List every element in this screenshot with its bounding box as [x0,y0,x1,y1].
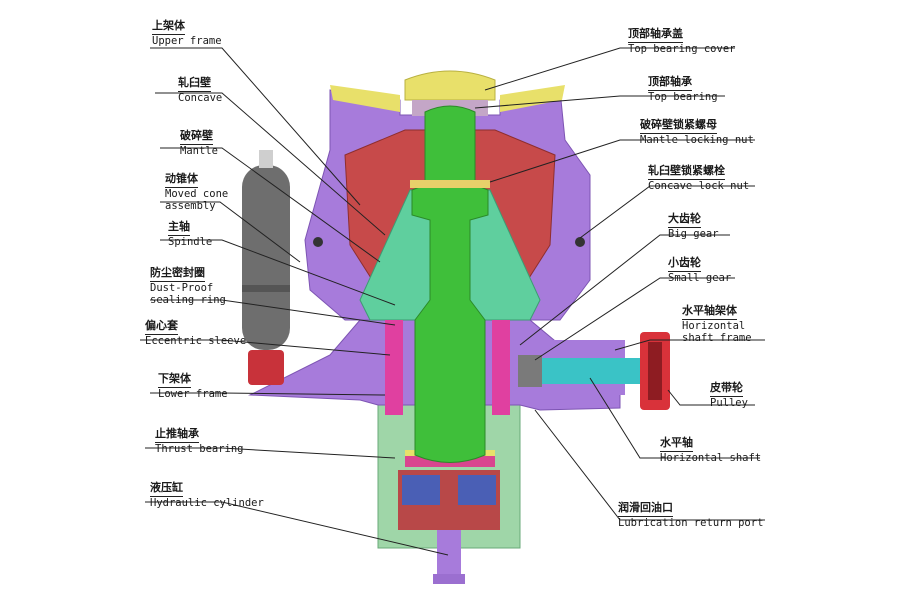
label-top-bearing-en: Top bearing [648,90,718,103]
label-big-gear-en: Big gear [668,227,719,240]
label-upper-frame-zh: 上架体 [152,19,185,35]
hydraulic-blue-right [458,475,496,505]
label-hshaft-frame-en: Horizontal shaft frame [682,319,752,344]
hshaft-shape [540,358,640,384]
label-top-cover-zh: 顶部轴承盖 [628,27,683,43]
label-lower-frame: 下架体 Lower frame [158,368,228,400]
hydraulic-rod-cap [433,574,465,584]
label-lube-zh: 润滑回油口 [618,501,673,517]
label-hydraulic-en: Hydraulic cylinder [150,496,264,509]
label-mantle-en: Mantle [180,144,218,157]
pulley-inner [648,342,662,400]
label-eccentric: 偏心套 Eccentric sleeve [145,315,246,347]
eccentric-right [492,320,510,415]
label-lower-frame-en: Lower frame [158,387,228,400]
label-eccentric-zh: 偏心套 [145,319,178,335]
label-spindle-zh: 主轴 [168,220,190,236]
label-top-bearing: 顶部轴承 Top bearing [648,71,718,103]
label-concave-nut-en: Concave lock nut [648,179,750,192]
label-top-cover-en: Top bearing cover [628,42,736,55]
leader-lines-right [474,47,765,521]
label-eccentric-en: Eccentric sleeve [145,334,247,347]
label-top-cover: 顶部轴承盖 Top bearing cover [628,23,735,55]
label-concave-zh: 轧臼壁 [178,76,211,92]
label-concave-nut: 轧臼壁锁紧螺栓 Concave lock nut [648,160,749,192]
label-big-gear-zh: 大齿轮 [668,212,701,228]
bolt-right [575,237,585,247]
label-dust-ring-zh: 防尘密封圈 [150,266,205,282]
accumulator-top [259,150,273,168]
eccentric-left [385,320,403,415]
label-small-gear-zh: 小齿轮 [668,256,701,272]
label-mantle-zh: 破碎壁 [180,129,213,145]
accumulator-base [248,350,284,385]
label-dust-ring: 防尘密封圈 Dust-Proof sealing ring [150,262,226,306]
label-hshaft-en: Horizontal shaft [660,451,762,464]
label-concave: 轧臼壁 Concave [178,72,222,104]
label-thrust-zh: 止推轴承 [155,427,199,443]
label-hshaft-frame: 水平轴架体 Horizontal shaft frame [682,300,752,344]
label-lube: 润滑回油口 Lubrication return port [618,497,763,529]
top-cover-shape [404,70,496,101]
label-mantle-nut-zh: 破碎壁锁紧螺母 [640,118,717,134]
accumulator-band [242,285,290,292]
label-pulley-en: Pulley [710,396,748,409]
label-small-gear-en: Small gear [668,271,732,284]
label-hshaft-frame-zh: 水平轴架体 [682,304,737,320]
label-concave-en: Concave [178,91,223,104]
label-mantle-nut: 破碎壁锁紧螺母 Mantle locking nut [640,114,754,146]
top-plate-right [500,85,565,112]
label-big-gear: 大齿轮 Big gear [668,208,719,240]
label-lower-frame-zh: 下架体 [158,372,191,388]
label-hshaft-zh: 水平轴 [660,436,693,452]
mantle-nut-shape [410,180,490,188]
label-pulley-zh: 皮带轮 [710,381,743,397]
label-spindle-en: Spindle [168,235,213,248]
label-moved-cone-zh: 动锥体 [165,172,198,188]
label-mantle-nut-en: Mantle locking nut [640,133,754,146]
spindle-shape [411,105,489,463]
small-gear-shape [518,355,542,387]
leader-lines-left [140,47,449,556]
label-thrust-en: Thrust bearing [155,442,244,455]
label-moved-cone: 动锥体 Moved cone assembly [165,168,228,212]
label-thrust: 止推轴承 Thrust bearing [155,423,244,455]
label-hydraulic: 液压缸 Hydraulic cylinder [150,477,264,509]
accumulator-shape [242,165,290,350]
label-dust-ring-en: Dust-Proof sealing ring [150,281,226,306]
label-hshaft: 水平轴 Horizontal shaft [660,432,761,464]
top-plate-left [330,85,400,112]
label-top-bearing-zh: 顶部轴承 [648,75,692,91]
label-moved-cone-en: Moved cone assembly [165,187,229,212]
label-pulley: 皮带轮 Pulley [710,377,748,409]
label-upper-frame-en: Upper frame [152,34,222,47]
label-upper-frame: 上架体 Upper frame [152,15,222,47]
bolt-left [313,237,323,247]
label-hydraulic-zh: 液压缸 [150,481,183,497]
label-mantle: 破碎壁 Mantle [180,125,218,157]
hydraulic-rod [437,530,461,580]
label-small-gear: 小齿轮 Small gear [668,252,731,284]
label-spindle: 主轴 Spindle [168,216,212,248]
label-concave-nut-zh: 轧臼壁锁紧螺栓 [648,164,725,180]
hydraulic-blue-left [402,475,440,505]
label-lube-en: Lubrication return port [618,516,764,529]
